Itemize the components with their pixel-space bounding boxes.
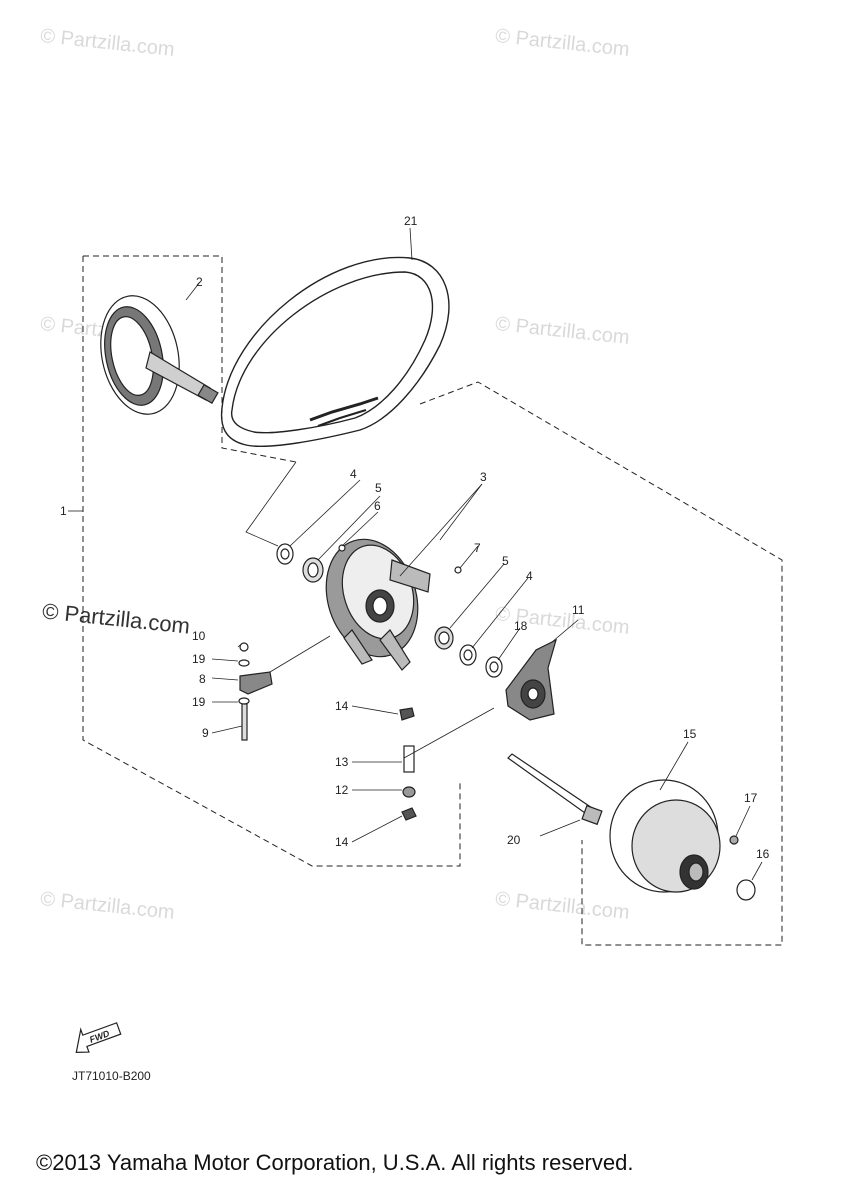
callout-14-upper: 14: [335, 699, 349, 713]
callout-16: 16: [756, 847, 770, 861]
movable-sheave: [325, 538, 431, 671]
callout-10: 10: [192, 629, 206, 643]
cap-and-nut: [729, 835, 756, 901]
rollers: [399, 707, 417, 821]
group-outline-right: [419, 381, 783, 946]
diagram-code: JT71010-B200: [72, 1069, 151, 1083]
callout-20: 20: [507, 833, 521, 847]
callout-4-lower: 4: [526, 569, 533, 583]
callout-4-upper: 4: [350, 467, 357, 481]
callout-19-upper: 19: [192, 652, 206, 666]
leader-lines: [68, 227, 763, 881]
callout-15: 15: [683, 727, 697, 741]
callout-2: 2: [196, 275, 203, 289]
bolt: [507, 753, 603, 826]
callout-7: 7: [474, 541, 481, 555]
callout-19-lower: 19: [192, 695, 206, 709]
callout-14-lower: 14: [335, 835, 349, 849]
copyright: ©2013 Yamaha Motor Corporation, U.S.A. A…: [36, 1150, 634, 1175]
group-outline-primary: [83, 255, 297, 463]
callout-5-upper: 5: [375, 481, 382, 495]
callout-17: 17: [744, 791, 758, 805]
callout-11: 11: [572, 603, 585, 617]
weight-arm: [238, 642, 273, 741]
drive-belt: [220, 256, 450, 448]
fixed-sheave: [100, 295, 219, 415]
callout-13: 13: [335, 755, 349, 769]
callout-1: 1: [60, 504, 67, 518]
callout-3: 3: [480, 470, 487, 484]
spider: [505, 638, 557, 721]
callout-21: 21: [404, 214, 418, 228]
callout-6: 6: [374, 499, 381, 513]
callout-12: 12: [335, 783, 349, 797]
callout-5-lower: 5: [502, 554, 509, 568]
callout-9: 9: [202, 726, 209, 740]
callout-18: 18: [514, 619, 528, 633]
callout-8: 8: [199, 672, 206, 686]
group-outline-left: [82, 256, 461, 867]
cover: [609, 779, 721, 893]
fwd-arrow-icon: FWD: [75, 1022, 122, 1054]
bushings: [276, 543, 503, 678]
